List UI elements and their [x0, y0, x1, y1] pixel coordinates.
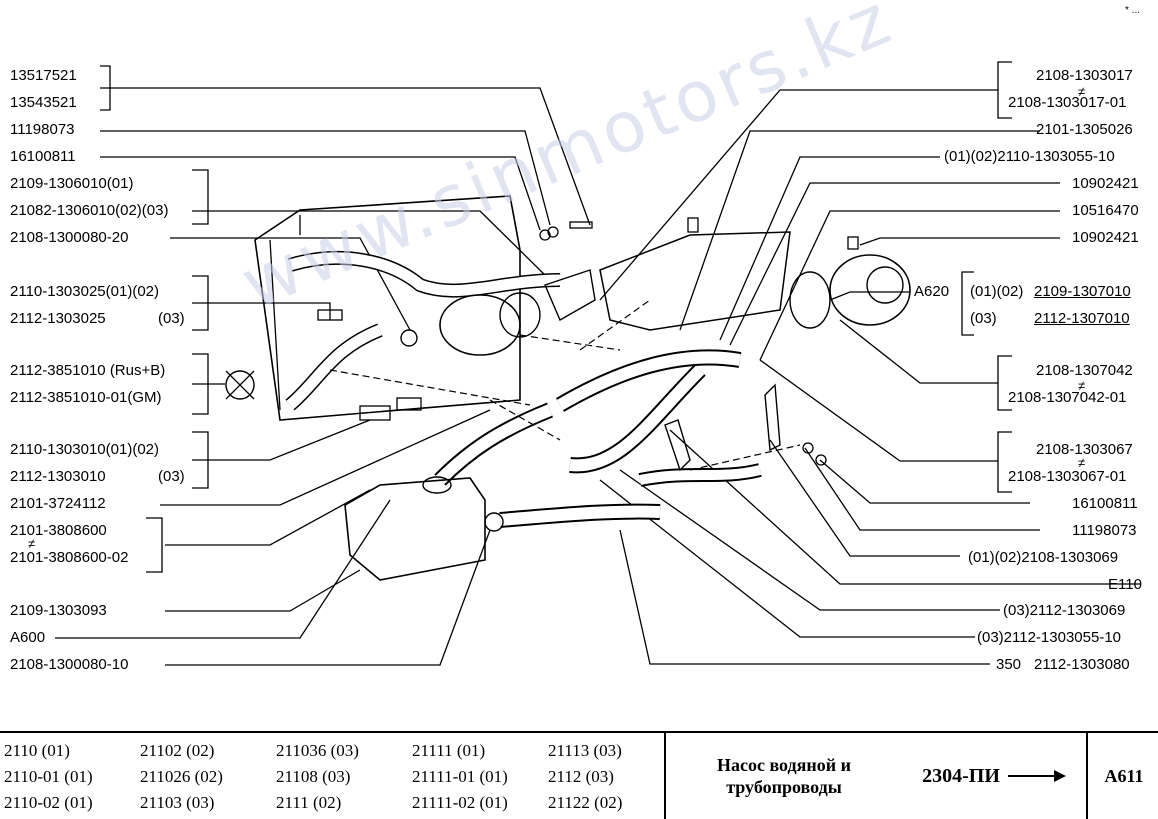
model-cell: 21102 (02): [140, 741, 215, 760]
label-2112-3851010: 2112-3851010 (Rus+B): [10, 362, 166, 379]
label-2108-1307042-01: 2108-1307042-01: [1008, 389, 1127, 406]
label-13543521: 13543521: [10, 94, 77, 111]
label-2108-1300080-20: 2108-1300080-20: [10, 229, 129, 246]
model-cell: 2110 (01): [4, 741, 70, 760]
label-03-a: (03): [158, 310, 185, 327]
label-2112-1303055-10: (03)2112-1303055-10: [977, 629, 1122, 646]
label-2101-3724112: 2101-3724112: [10, 495, 106, 512]
parts-diagram: ≠ ≠ ≠ ≠: [28, 61, 1140, 666]
label-10902421-b: 10902421: [1072, 229, 1139, 246]
label-16100811-left: 16100811: [10, 148, 76, 165]
svg-text:≠: ≠: [1078, 84, 1085, 99]
label-03-b: (03): [158, 468, 185, 485]
model-cell: 21108 (03): [276, 767, 351, 786]
label-2108-1303017-01: 2108-1303017-01: [1008, 94, 1127, 111]
label-21082-1306010: 21082-1306010(02)(03): [10, 202, 169, 219]
label-2112-1303080: 2112-1303080: [1034, 656, 1130, 673]
model-cell: 21122 (02): [548, 793, 623, 812]
label-2108-1303067: 2108-1303067: [1036, 441, 1133, 458]
model-cell: 21103 (03): [140, 793, 215, 812]
model-cell: 2111 (02): [276, 793, 342, 812]
label-2101-3808600-02: 2101-3808600-02: [10, 549, 129, 566]
label-E110: E110: [1108, 576, 1142, 593]
model-cell: 211026 (02): [140, 767, 223, 786]
label-01-02: (01)(02): [970, 283, 1024, 300]
label-2108-1303067-01: 2108-1303067-01: [1008, 468, 1127, 485]
catalog-code: 2304-ПИ: [906, 733, 1084, 819]
label-03-c: (03): [970, 310, 997, 327]
model-cell: 21111-01 (01): [412, 767, 508, 786]
arrow-right-icon: [1007, 770, 1066, 782]
sheet-number: А611: [1104, 765, 1144, 786]
svg-text:≠: ≠: [1078, 378, 1085, 393]
label-13517521: 13517521: [10, 67, 77, 84]
label-A620: A620: [914, 283, 950, 300]
model-cell: 21111 (01): [412, 741, 486, 760]
label-2110-1303010: 2110-1303010(01)(02): [10, 441, 159, 458]
label-2108-1307042: 2108-1307042: [1036, 362, 1133, 379]
model-cell: 211036 (03): [276, 741, 359, 760]
label-2112-1303069: (03)2112-1303069: [1003, 602, 1126, 619]
section-title: Насос водяной и трубопроводы: [668, 733, 900, 819]
model-cell: 2110-01 (01): [4, 767, 93, 786]
label-2112-1307010: 2112-1307010: [1034, 310, 1130, 327]
label-2112-1303010: 2112-1303010: [10, 468, 106, 485]
svg-text:≠: ≠: [28, 536, 35, 551]
leader-11198073: [100, 130, 551, 226]
label-2101-3808600: 2101-3808600: [10, 522, 107, 539]
section-title-line1: Насос водяной и: [716, 755, 851, 775]
svg-text:≠: ≠: [1078, 455, 1085, 470]
model-cell: 2112 (03): [548, 767, 614, 786]
label-2110-1303025: 2110-1303025(01)(02): [10, 283, 159, 300]
label-A600: A600: [10, 629, 46, 646]
label-16100811-right: 16100811: [1072, 495, 1138, 512]
label-2101-1305026: 2101-1305026: [1036, 121, 1133, 138]
model-cell: 21113 (03): [548, 741, 622, 760]
divider: [1086, 733, 1088, 819]
label-2108-1303069: (01)(02)2108-1303069: [968, 549, 1119, 566]
label-2109-1303093: 2109-1303093: [10, 602, 107, 619]
label-350: 350: [996, 656, 1022, 673]
divider: [664, 733, 666, 819]
corner-mark: * ...: [1125, 5, 1141, 16]
label-10902421-a: 10902421: [1072, 175, 1139, 192]
label-2112-1303025: 2112-1303025: [10, 310, 106, 327]
label-11198073-left: 11198073: [10, 121, 75, 138]
label-2110-1303055-10: (01)(02)2110-1303055-10: [944, 148, 1115, 165]
label-10516470: 10516470: [1072, 202, 1139, 219]
model-cell: 21111-02 (01): [412, 793, 508, 812]
catalog-code-text: 2304-ПИ: [922, 764, 1000, 787]
section-title-line2: трубопроводы: [726, 777, 842, 797]
label-11198073-right: 11198073: [1072, 522, 1137, 539]
label-2109-1307010: 2109-1307010: [1034, 283, 1131, 300]
label-2108-1303017: 2108-1303017: [1036, 67, 1133, 84]
model-cell: 2110-02 (01): [4, 793, 93, 812]
leader-13517521: [100, 87, 591, 226]
label-2108-1300080-10: 2108-1300080-10: [10, 656, 129, 673]
title-block: 2110 (01) 2110-01 (01) 2110-02 (01) 2110…: [0, 731, 1158, 819]
label-2109-1306010: 2109-1306010(01): [10, 175, 134, 192]
label-2112-3851010-01: 2112-3851010-01(GM): [10, 389, 162, 406]
